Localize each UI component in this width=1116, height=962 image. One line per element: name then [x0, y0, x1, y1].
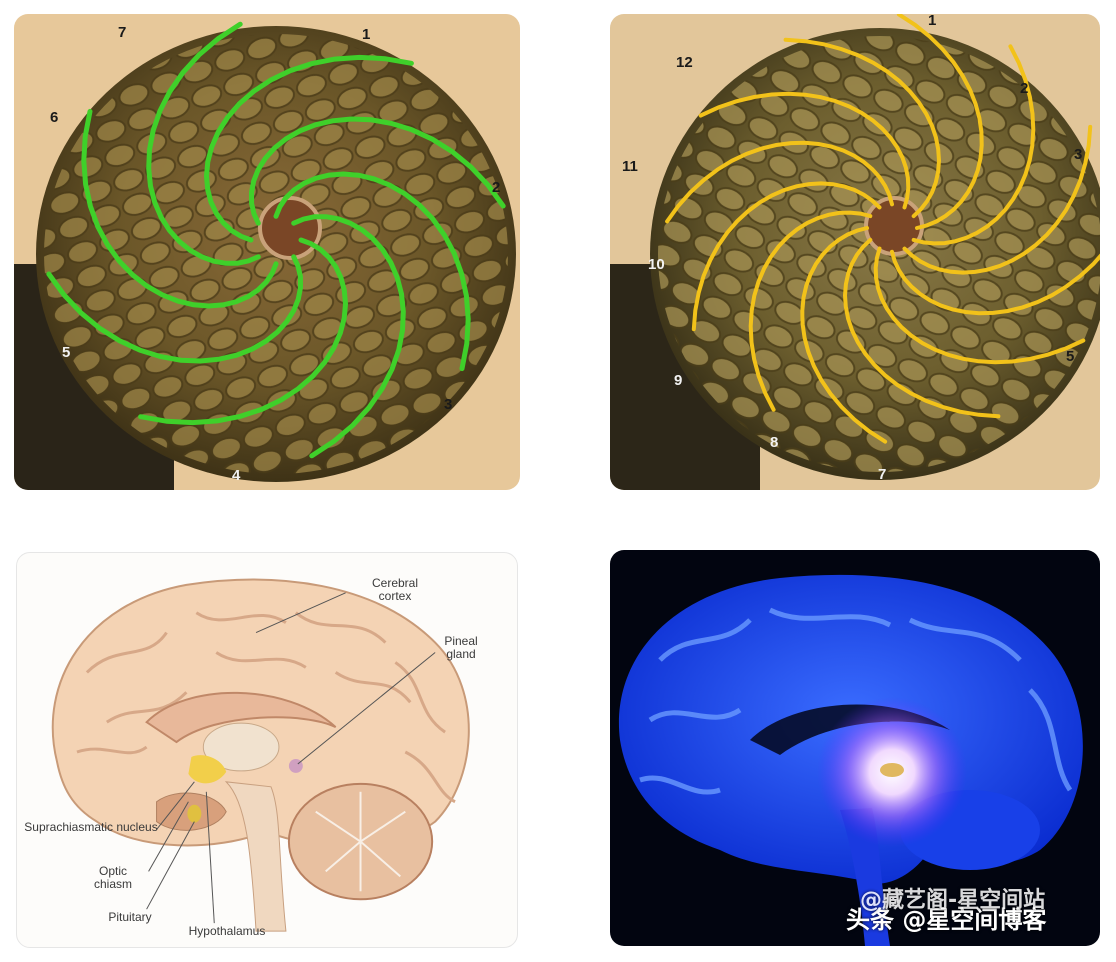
spiral-line	[291, 214, 406, 459]
label-pituitary: Pituitary	[108, 910, 152, 924]
hypothalamus-region	[188, 755, 227, 784]
spiral-number: 1	[928, 14, 937, 29]
spiral-number: 3	[444, 396, 453, 413]
spiral-line	[800, 226, 888, 444]
spiral-line	[698, 91, 911, 210]
pinecone-green-svg	[14, 21, 516, 490]
spiral-line	[146, 21, 261, 266]
corpus-callosum	[145, 691, 337, 744]
spiral-number: 6	[50, 109, 59, 126]
spiral-number: 1	[362, 26, 371, 43]
spiral-line	[873, 246, 1086, 365]
leader-lines	[146, 592, 436, 924]
brain-anatomy-svg	[51, 578, 470, 932]
spiral-line	[911, 44, 1036, 246]
watermark: @藏艺阁-星空间站 头条 @星空间博客	[846, 888, 1096, 934]
spiral-line	[248, 116, 506, 226]
brain-anatomy-diagram: Cerebral cortex Pineal gland Suprachiasm…	[16, 552, 518, 948]
spiral-line	[665, 140, 894, 224]
spiral-line	[138, 237, 349, 426]
spiral-number: 2	[1020, 80, 1029, 97]
spiral-line	[783, 37, 942, 219]
spiral-number: 7	[118, 24, 127, 41]
green-spiral-lines	[46, 21, 506, 459]
spiral-number: 9	[674, 372, 683, 389]
label-suprachiasmatic-nucleus: Suprachiasmatic nucleus	[24, 820, 158, 834]
label-cerebral-cortex: Cerebral cortex	[371, 576, 419, 603]
yellow-spiral-lines	[665, 14, 1100, 444]
spiral-line	[273, 171, 471, 372]
spiral-line	[748, 210, 873, 412]
spiral-number: 11	[622, 158, 638, 175]
label-pineal-gland: Pineal gland	[444, 634, 478, 661]
pinecone-yellow-svg	[610, 14, 1100, 490]
spiral-number: 7	[878, 466, 887, 483]
watermark-line-2: 头条 @星空间博客	[846, 906, 1047, 934]
spiral-number: 8	[770, 434, 779, 451]
cortex-folds	[76, 611, 456, 804]
watermark-line-1: @藏艺阁-星空间站	[860, 888, 1046, 913]
pineal-gland	[880, 763, 904, 777]
spiral-number: 10	[648, 256, 665, 273]
pinecone-green-spirals-image: 1 2 3 4 5 6 7	[14, 14, 520, 490]
spiral-line	[203, 54, 414, 243]
spiral-number: 5	[1066, 348, 1075, 365]
label-optic-chiasm: Optic chiasm	[93, 864, 132, 891]
spiral-line	[842, 237, 1001, 419]
glowing-brain-image	[610, 550, 1100, 946]
spiral-number: 3	[1074, 146, 1083, 163]
spiral-line	[46, 254, 304, 364]
thalamus	[202, 722, 280, 772]
spiral-number: 2	[492, 179, 501, 196]
glowing-brain-svg	[618, 574, 1083, 946]
spiral-line	[890, 249, 1100, 316]
spiral-line	[896, 14, 984, 230]
brainstem	[224, 781, 287, 932]
cerebellum-tree	[315, 791, 406, 892]
label-hypothalamus: Hypothalamus	[188, 924, 266, 938]
pinecone-center	[864, 196, 924, 256]
pinecone-center	[258, 196, 322, 260]
pituitary-gland	[187, 804, 202, 823]
spiral-line	[902, 124, 1093, 275]
spiral-number: 5	[62, 344, 71, 361]
spiral-number: 4	[232, 467, 241, 484]
spiral-number: 12	[676, 54, 693, 71]
brain-folds	[639, 607, 1073, 795]
spiral-line	[81, 108, 279, 309]
spiral-line	[691, 181, 882, 332]
pinecone-yellow-spirals-image: 1 2 3 5 7 8 9 10 11 12	[610, 14, 1100, 490]
